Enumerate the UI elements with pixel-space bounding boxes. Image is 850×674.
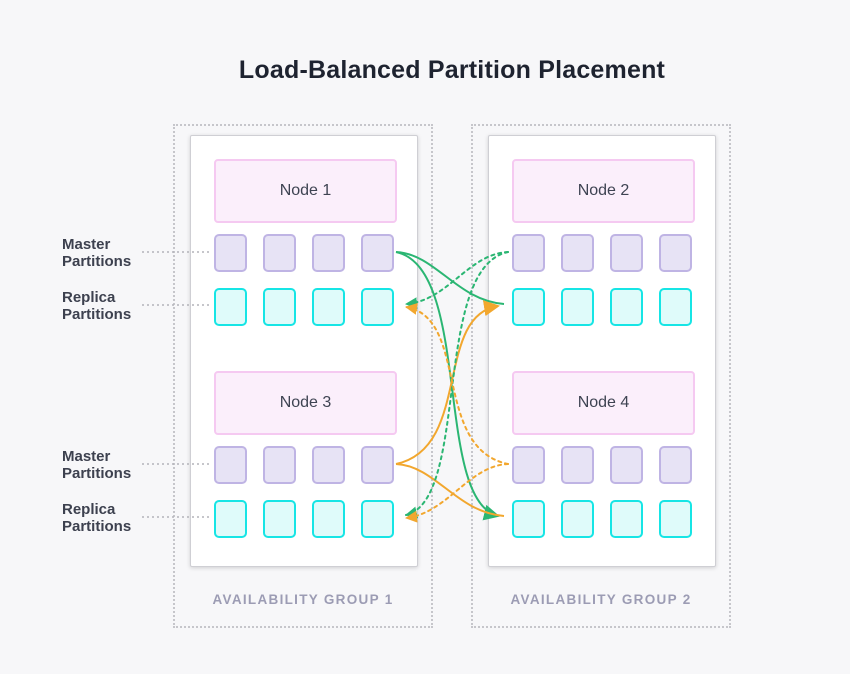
node-4-replica-row <box>489 500 715 538</box>
replica-partition-square <box>512 500 545 538</box>
master-partition-square <box>312 446 345 484</box>
replica-partition-square <box>263 500 296 538</box>
master-partition-square <box>214 234 247 272</box>
replica-partition-square <box>312 500 345 538</box>
master-partition-square <box>512 446 545 484</box>
availability-group-1: Node 1 Node 3 <box>173 124 433 628</box>
node-3-header: Node 3 <box>214 371 397 435</box>
replica-partition-square <box>214 500 247 538</box>
master-partition-square <box>659 234 692 272</box>
master-partitions-label-bottom: Master Partitions <box>62 448 132 482</box>
master-partitions-label-top: Master Partitions <box>62 236 132 270</box>
replica-partition-square <box>610 288 643 326</box>
replica-partition-square <box>361 500 394 538</box>
node-4-header: Node 4 <box>512 371 695 435</box>
master-partition-square <box>561 234 594 272</box>
master-partition-square <box>512 234 545 272</box>
node-4-master-row <box>489 446 715 484</box>
node-box-group-2: Node 2 Node 4 <box>488 135 716 567</box>
replica-partition-square <box>659 288 692 326</box>
master-partition-square <box>610 234 643 272</box>
availability-group-1-label: AVAILABILITY GROUP 1 <box>212 592 394 607</box>
replica-partition-square <box>610 500 643 538</box>
node-3-master-row <box>191 446 417 484</box>
node-2-replica-row <box>489 288 715 326</box>
replica-partition-square <box>214 288 247 326</box>
node-2-master-row <box>489 234 715 272</box>
node-2-header: Node 2 <box>512 159 695 223</box>
master-partition-square <box>361 446 394 484</box>
replica-partition-square <box>361 288 394 326</box>
master-partition-square <box>361 234 394 272</box>
availability-group-2: Node 2 Node 4 <box>471 124 731 628</box>
master-partition-square <box>610 446 643 484</box>
node-1-master-row <box>191 234 417 272</box>
node-3-replica-row <box>191 500 417 538</box>
replica-partitions-label-bottom: Replica Partitions <box>62 501 132 535</box>
replica-partition-square <box>512 288 545 326</box>
diagram-title: Load-Balanced Partition Placement <box>238 56 666 84</box>
master-partition-square <box>312 234 345 272</box>
master-partition-square <box>659 446 692 484</box>
replica-partition-square <box>561 288 594 326</box>
availability-group-2-label: AVAILABILITY GROUP 2 <box>510 592 692 607</box>
replica-partition-square <box>561 500 594 538</box>
replica-partition-square <box>659 500 692 538</box>
node-1-header: Node 1 <box>214 159 397 223</box>
replica-partitions-label-top: Replica Partitions <box>62 289 132 323</box>
node-1-replica-row <box>191 288 417 326</box>
master-partition-square <box>214 446 247 484</box>
replica-partition-square <box>263 288 296 326</box>
master-partition-square <box>263 234 296 272</box>
replica-partition-square <box>312 288 345 326</box>
master-partition-square <box>561 446 594 484</box>
node-box-group-1: Node 1 Node 3 <box>190 135 418 567</box>
master-partition-square <box>263 446 296 484</box>
